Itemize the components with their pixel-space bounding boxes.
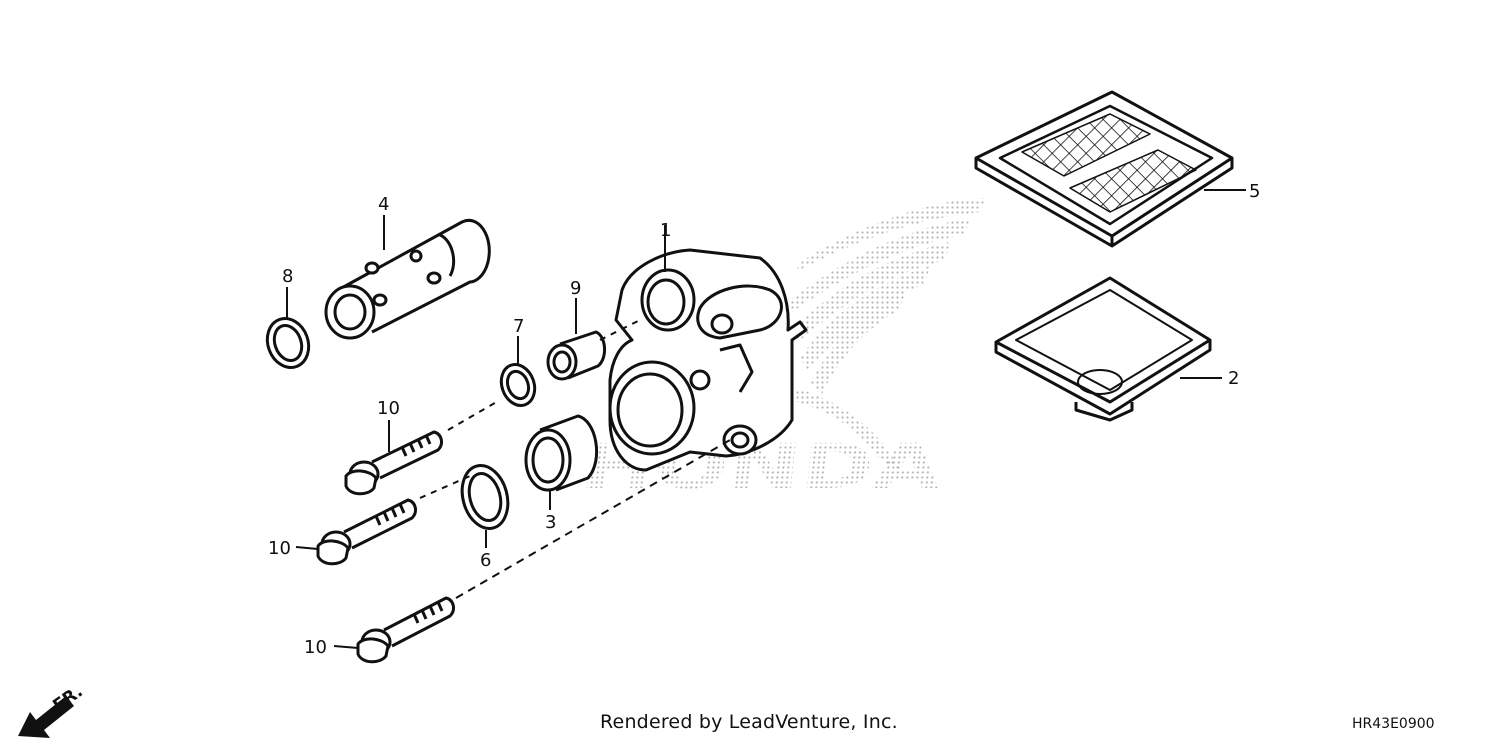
callout-2: 2: [1228, 368, 1239, 389]
flange-bolt-10-lower: [356, 596, 455, 664]
callout-5: 5: [1249, 181, 1260, 202]
dowel-pin-9: [546, 330, 606, 381]
callout-10-lower: 10: [304, 637, 327, 658]
render-credit: Rendered by LeadVenture, Inc.: [600, 711, 898, 733]
callout-1: 1: [660, 220, 671, 241]
oil-strainer-screen: [974, 90, 1234, 248]
honda-wing-watermark: [790, 198, 985, 470]
collar-3: [524, 414, 599, 492]
o-ring-8: [265, 317, 311, 369]
callout-3: 3: [545, 512, 556, 533]
callout-10-upper: 10: [377, 398, 400, 419]
callout-4: 4: [378, 194, 389, 215]
callout-8: 8: [282, 266, 293, 287]
o-ring-6: [460, 464, 510, 530]
callout-9: 9: [570, 278, 581, 299]
flange-bolt-10-middle: [316, 498, 417, 566]
diagram-code: HR43E0900: [1352, 716, 1435, 732]
callout-10-middle: 10: [268, 538, 291, 559]
front-arrow-icon: [18, 696, 74, 738]
relief-valve-body: [324, 218, 491, 340]
callout-6: 6: [480, 550, 491, 571]
leader-lines: [286, 189, 1246, 649]
o-ring-7: [499, 363, 537, 407]
oil-strainer-tray: [994, 276, 1212, 422]
flange-bolt-10-upper: [344, 430, 443, 496]
oil-pump-housing: [608, 248, 808, 472]
callout-7: 7: [513, 316, 524, 337]
